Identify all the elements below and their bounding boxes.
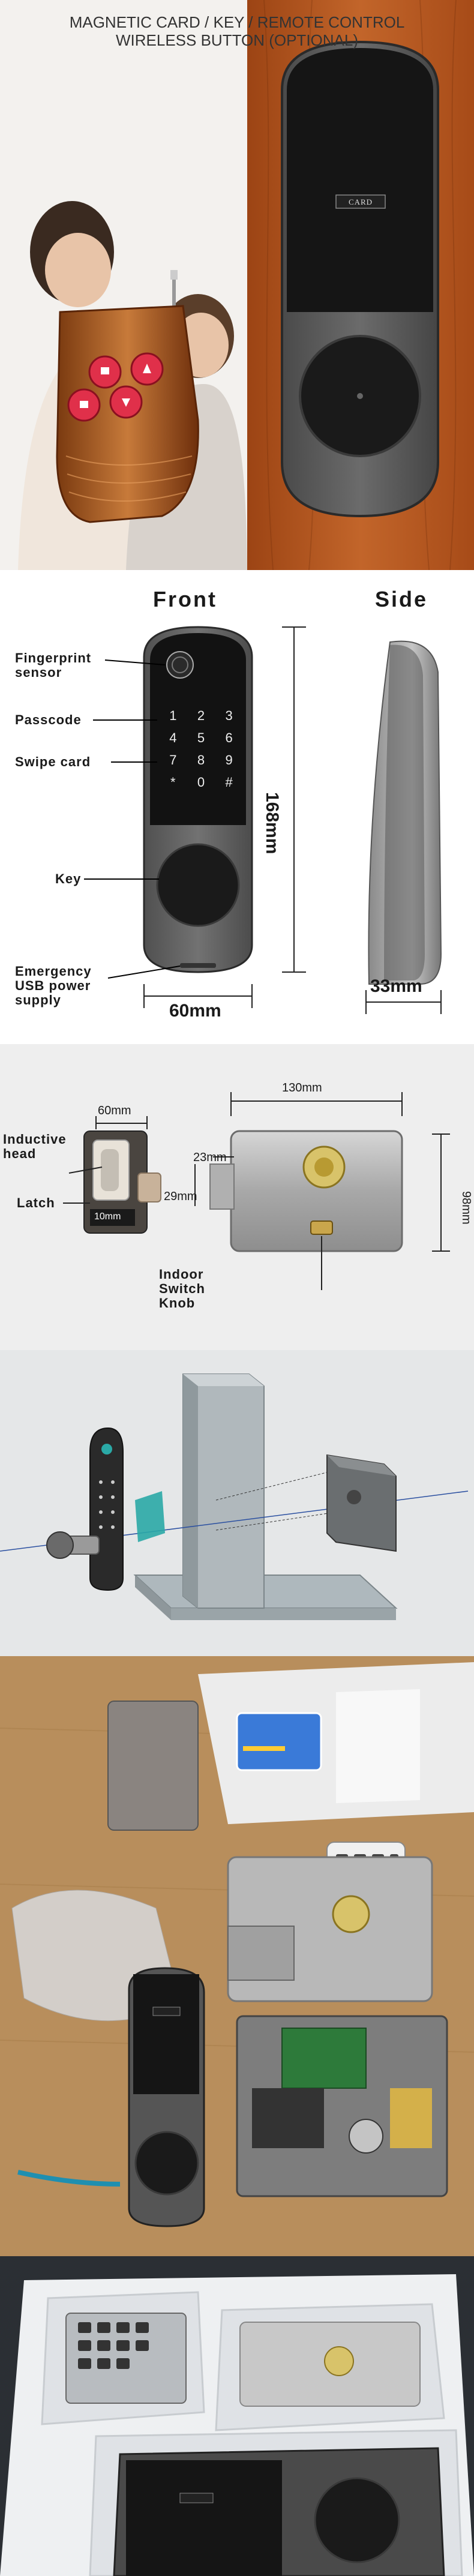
keypad-key[interactable]: 0 bbox=[197, 775, 205, 790]
keypad-key[interactable]: 7 bbox=[169, 752, 177, 767]
dim-depth: 33mm bbox=[370, 976, 422, 996]
label-indoor-knob: Indoor Switch Knob bbox=[159, 1267, 205, 1311]
installation-diagram bbox=[0, 1374, 469, 1620]
keypad-key[interactable]: 4 bbox=[169, 730, 177, 745]
keypad: 1 2 3 4 5 6 7 8 9 * 0 # bbox=[159, 708, 243, 790]
foam-packaging-photo bbox=[0, 2256, 474, 2576]
hero-illustration bbox=[18, 0, 474, 570]
label-key: Key bbox=[55, 871, 82, 886]
dim-main-width: 130mm bbox=[282, 1081, 322, 1094]
keypad-key[interactable]: * bbox=[170, 775, 176, 790]
keypad-key[interactable]: # bbox=[225, 775, 233, 790]
dim-29: 29mm bbox=[164, 1190, 197, 1203]
receiver-panel: Inductive head Latch Indoor Switch Knob … bbox=[0, 1044, 474, 1350]
keypad-key[interactable]: 6 bbox=[225, 730, 233, 745]
label-inductive-head: Inductive head bbox=[3, 1132, 67, 1161]
dim-width: 60mm bbox=[169, 1001, 221, 1021]
keypad-key[interactable]: 5 bbox=[197, 730, 205, 745]
dim-height: 98mm bbox=[460, 1191, 473, 1225]
label-fingerprint: Fingerprint sensor bbox=[15, 650, 92, 680]
package-contents-panel bbox=[0, 1656, 474, 2256]
card-label: CARD bbox=[348, 197, 373, 206]
label-emergency: Emergency USB power supply bbox=[15, 964, 92, 1007]
package-contents-photo bbox=[0, 1656, 474, 2256]
keypad-key[interactable]: 3 bbox=[225, 708, 233, 723]
dim-10: 10mm bbox=[94, 1211, 121, 1222]
install-diagram-panel bbox=[0, 1350, 474, 1656]
keypad-key[interactable]: 8 bbox=[197, 752, 205, 767]
lock-face bbox=[281, 40, 439, 518]
dim-23: 23mm bbox=[193, 1151, 227, 1164]
label-passcode: Passcode bbox=[15, 712, 82, 727]
label-latch: Latch bbox=[17, 1195, 55, 1210]
hero-panel: MAGNETIC CARD / KEY / REMOTE CONTROL WIR… bbox=[0, 0, 474, 570]
receiver-drawing bbox=[63, 1092, 450, 1290]
label-swipe-card: Swipe card bbox=[15, 754, 91, 769]
remote-control bbox=[56, 270, 199, 523]
dim-height: 168mm bbox=[262, 792, 282, 854]
keypad-key[interactable]: 2 bbox=[197, 708, 205, 723]
foam-packaging-panel bbox=[0, 2256, 474, 2576]
keypad-key[interactable]: 1 bbox=[169, 708, 177, 723]
front-title: Front bbox=[153, 587, 217, 611]
header-line-1: MAGNETIC CARD / KEY / REMOTE CONTROL bbox=[69, 13, 405, 31]
dim-left-width: 60mm bbox=[98, 1104, 131, 1117]
side-title: Side bbox=[375, 587, 428, 611]
front-side-panel: Front Side Fingerprint sensor Passcode S… bbox=[0, 570, 474, 1044]
front-side-drawing bbox=[84, 626, 442, 1014]
header-line-2: WIRELESS BUTTON (OPTIONAL) bbox=[115, 31, 358, 49]
keypad-key[interactable]: 9 bbox=[225, 752, 233, 767]
